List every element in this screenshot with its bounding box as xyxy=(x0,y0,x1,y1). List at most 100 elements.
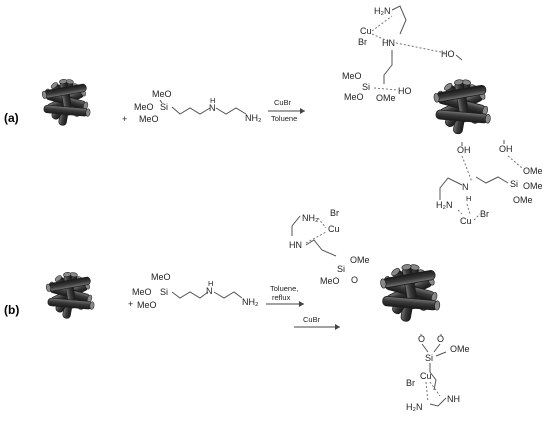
reaction-arrowhead-b2 xyxy=(335,324,340,330)
product-a-cu1: Cu xyxy=(360,26,372,36)
condition-b-top2: reflux xyxy=(272,293,291,302)
product-a-ome2: OMe xyxy=(523,166,543,176)
intermediate-b-meo: MeO xyxy=(320,276,340,286)
silane-b-chain2 xyxy=(213,291,243,299)
intermediate-b-cu-n2-bond xyxy=(305,231,327,244)
silane-a-n: N xyxy=(209,103,216,113)
product-a-si-o-bond xyxy=(373,87,399,91)
product-a-ho1-bond xyxy=(455,54,463,61)
silane-b-si: Si xyxy=(160,287,168,297)
silane-b-meo2: MeO xyxy=(132,287,152,297)
silane-a-meo3: MeO xyxy=(139,114,159,124)
product-b: O O OMe Si Br Cu NH H₂N xyxy=(379,263,470,412)
product-a-h2n: H₂N xyxy=(374,6,391,16)
silane-b-meo3: MeO xyxy=(137,300,157,310)
intermediate-b-nh2: NH₂ xyxy=(302,213,319,223)
product-a-hn: HN xyxy=(382,38,395,48)
product-a-si1: Si xyxy=(362,82,370,92)
product-a-meo-b: MeO xyxy=(344,92,364,102)
intermediate-b-cu-n-bond xyxy=(317,217,327,229)
plus-sign-a: + xyxy=(122,114,127,124)
product-a-cu-n4-bond xyxy=(466,203,471,215)
silane-reagent-a: MeO MeO Si MeO N H NH₂ xyxy=(134,89,262,124)
reaction-arrowhead-a xyxy=(300,108,305,114)
nanorod-cluster-a-reactant xyxy=(41,78,91,127)
panel-a-label: (a) xyxy=(4,111,19,125)
panel-a: (a) + MeO MeO Si MeO N H NH₂ CuBr Toluen… xyxy=(4,5,543,226)
product-a: H₂N Cu Br HN HO MeO Si MeO OMe HO OH OH xyxy=(342,5,543,226)
product-b-br: Br xyxy=(406,378,415,388)
condition-b-top1: Toluene, xyxy=(270,284,298,293)
product-b-o2: O xyxy=(437,334,444,344)
product-a-propyl-b xyxy=(475,176,509,184)
product-b-cu-n-bond xyxy=(429,381,441,397)
silane-a-meo1: MeO xyxy=(152,89,172,99)
product-a-oh2: OH xyxy=(499,144,513,154)
product-a-oh1: OH xyxy=(457,145,471,155)
condition-a-bottom: Toluene xyxy=(271,114,297,123)
intermediate-b-o: O xyxy=(351,275,358,285)
product-b-nh: NH xyxy=(447,394,460,404)
silane-a-nh2: NH₂ xyxy=(245,113,262,123)
product-a-ho2: HO xyxy=(398,86,412,96)
product-a-h2: H xyxy=(466,194,471,203)
silane-b-meo1: MeO xyxy=(151,272,171,282)
product-a-br1: Br xyxy=(358,37,367,47)
plus-sign-b: + xyxy=(128,299,133,309)
product-a-ethylene-b xyxy=(439,177,463,200)
silane-reagent-b: MeO MeO Si MeO N H NH₂ xyxy=(132,272,259,310)
product-a-si2: Si xyxy=(510,179,518,189)
product-a-cu-n-bond xyxy=(371,15,393,32)
product-a-br2: Br xyxy=(480,209,489,219)
silane-a-h: H xyxy=(210,96,215,105)
product-b-o1: O xyxy=(418,334,425,344)
product-a-cu2: Cu xyxy=(460,216,472,226)
product-a-oh-stems xyxy=(461,140,505,146)
product-a-hbond-2 xyxy=(461,155,473,183)
condition-a-top: CuBr xyxy=(274,98,292,107)
silane-b-chain xyxy=(171,291,209,299)
product-b-ethylene xyxy=(429,397,447,407)
panel-b: (b) + MeO MeO Si MeO N H NH₂ Toluene, re… xyxy=(4,208,470,412)
intermediate-b-ome: OMe xyxy=(350,255,370,265)
product-a-meo-a: MeO xyxy=(342,71,362,81)
product-a-hbond-1 xyxy=(395,42,447,54)
intermediate-b-cu: Cu xyxy=(328,224,340,234)
condition-b-bottom: CuBr xyxy=(303,315,321,324)
product-b-ome: OMe xyxy=(450,344,470,354)
product-b-si: Si xyxy=(425,353,433,363)
reaction-arrowhead-b1 xyxy=(299,301,304,307)
product-a-cu-br-bond xyxy=(473,213,481,221)
panel-b-label: (b) xyxy=(4,303,19,317)
product-b-siloxane-bonds xyxy=(420,334,447,357)
nanorod-cluster-b-product xyxy=(379,263,441,323)
product-a-hbond-3 xyxy=(507,155,523,169)
nanorod-cluster-a-product xyxy=(432,78,492,135)
intermediate-b-propyl xyxy=(305,239,337,257)
product-b-cu-n2-bond xyxy=(425,381,429,403)
silane-a-chain xyxy=(159,99,211,115)
product-a-cu-n2-bond xyxy=(371,33,391,43)
product-a-ome3: OMe xyxy=(523,181,543,191)
nanorod-cluster-b-reactant xyxy=(45,271,95,320)
product-b-propyl xyxy=(429,363,437,391)
intermediate-b-si: Si xyxy=(337,264,345,274)
product-a-ho1: HO xyxy=(441,49,455,59)
silane-a-chain2 xyxy=(215,107,247,115)
silane-a-si: Si xyxy=(160,102,168,112)
silane-b-n: N xyxy=(206,286,213,296)
product-a-cu-n3-bond xyxy=(457,209,463,215)
intermediate-b-hn: HN xyxy=(289,240,302,250)
product-b-h2n: H₂N xyxy=(406,402,423,412)
product-a-n2: N xyxy=(462,182,469,192)
silane-b-h: H xyxy=(208,279,213,288)
product-a-ethylene xyxy=(391,5,407,35)
product-a-h2n2: H₂N xyxy=(436,200,453,210)
intermediate-b-ethylene xyxy=(291,215,301,236)
intermediate-b-br: Br xyxy=(330,208,339,218)
product-a-ome4: OMe xyxy=(513,195,533,205)
silane-b-nh2: NH₂ xyxy=(242,297,259,307)
intermediate-b: NH₂ Br Cu HN OMe Si MeO O xyxy=(289,208,370,286)
silane-a-meo2: MeO xyxy=(134,102,154,112)
